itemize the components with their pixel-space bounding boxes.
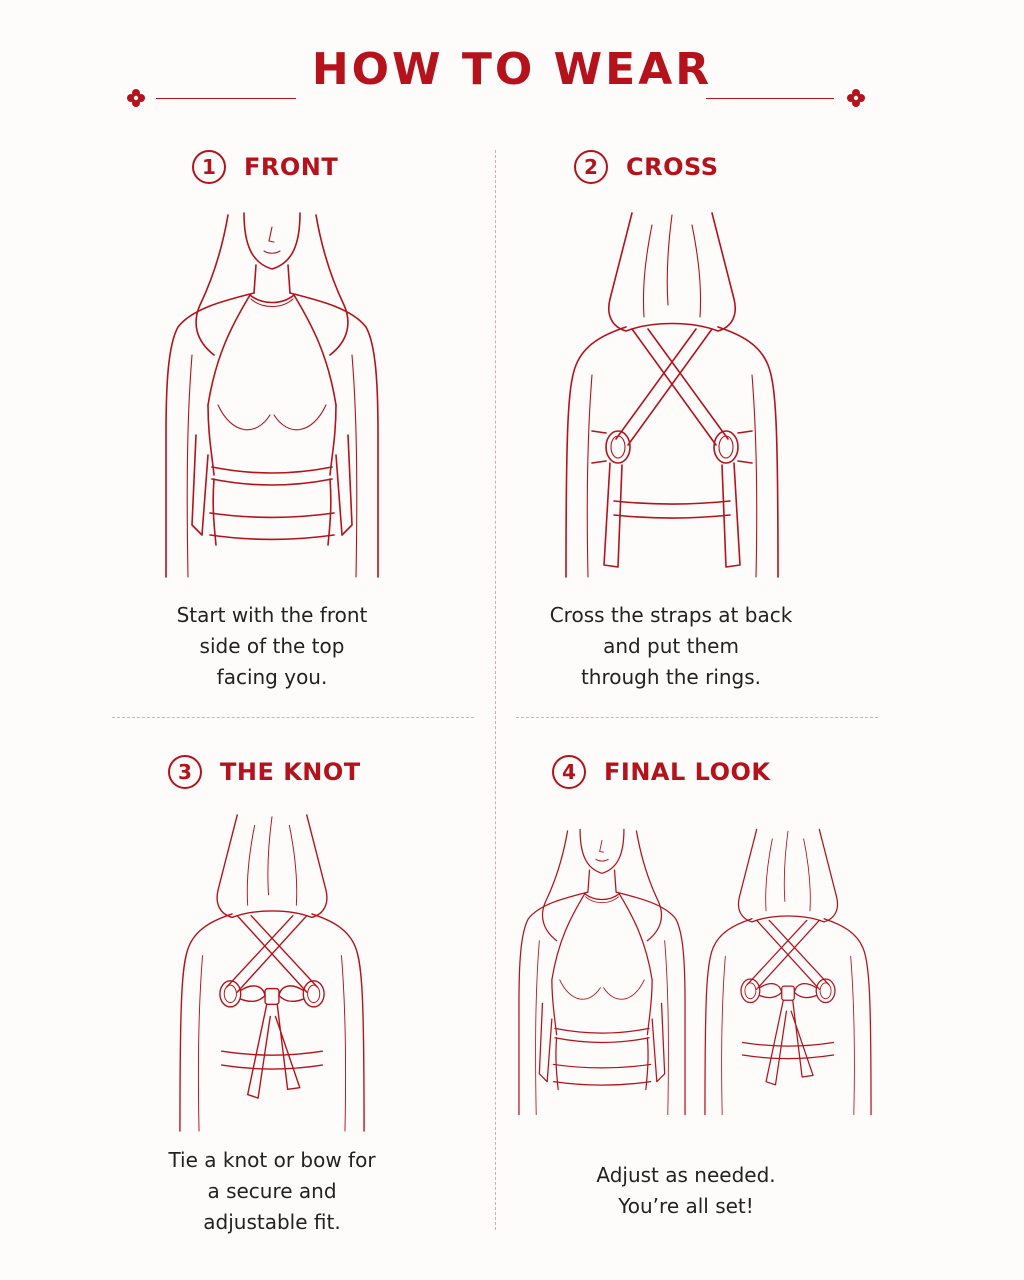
step-4-heading: 4 FINAL LOOK	[552, 752, 770, 792]
step-2-description: Cross the straps at back and put them th…	[511, 600, 831, 693]
description-line: adjustable fit.	[203, 1210, 341, 1234]
front-view-figure	[152, 205, 392, 585]
title-rule-right	[706, 98, 834, 99]
description-line: side of the top	[199, 634, 345, 658]
description-line: through the rings.	[580, 665, 762, 689]
step-3-description: Tie a knot or bow for a secure and adjus…	[112, 1145, 432, 1238]
step-number-badge: 3	[168, 755, 202, 789]
description-line: Tie a knot or bow for	[168, 1148, 376, 1172]
description-line: Cross the straps at back	[549, 603, 793, 627]
description-line: a secure and	[207, 1179, 337, 1203]
horizontal-divider-left	[112, 717, 474, 718]
description-line: Adjust as needed.	[596, 1163, 776, 1187]
step-number-badge: 4	[552, 755, 586, 789]
final-front-view-figure	[508, 812, 696, 1132]
header: HOW TO WEAR	[0, 30, 1024, 110]
step-title: FINAL LOOK	[604, 758, 771, 786]
step-title: CROSS	[626, 153, 719, 181]
step-title: THE KNOT	[220, 758, 361, 786]
step-title: FRONT	[244, 153, 339, 181]
description-line: You’re all set!	[618, 1194, 754, 1218]
final-back-view-figure	[694, 812, 882, 1132]
back-view-crossed-straps-figure	[552, 205, 792, 585]
page-title: HOW TO WEAR	[311, 44, 713, 95]
step-4-description: Adjust as needed. You’re all set!	[526, 1160, 846, 1222]
vertical-divider	[495, 150, 496, 1230]
step-3-heading: 3 THE KNOT	[168, 752, 361, 792]
description-line: facing you.	[216, 665, 328, 689]
step-1-heading: 1 FRONT	[192, 147, 338, 187]
title-rule-left	[156, 98, 296, 99]
description-line: and put them	[603, 634, 739, 658]
horizontal-divider-right	[516, 717, 878, 718]
back-view-knot-figure	[152, 808, 392, 1138]
flower-icon	[846, 88, 866, 108]
step-2-heading: 2 CROSS	[574, 147, 719, 187]
step-number-badge: 2	[574, 150, 608, 184]
step-number-badge: 1	[192, 150, 226, 184]
step-1-description: Start with the front side of the top fac…	[112, 600, 432, 693]
description-line: Start with the front	[176, 603, 368, 627]
